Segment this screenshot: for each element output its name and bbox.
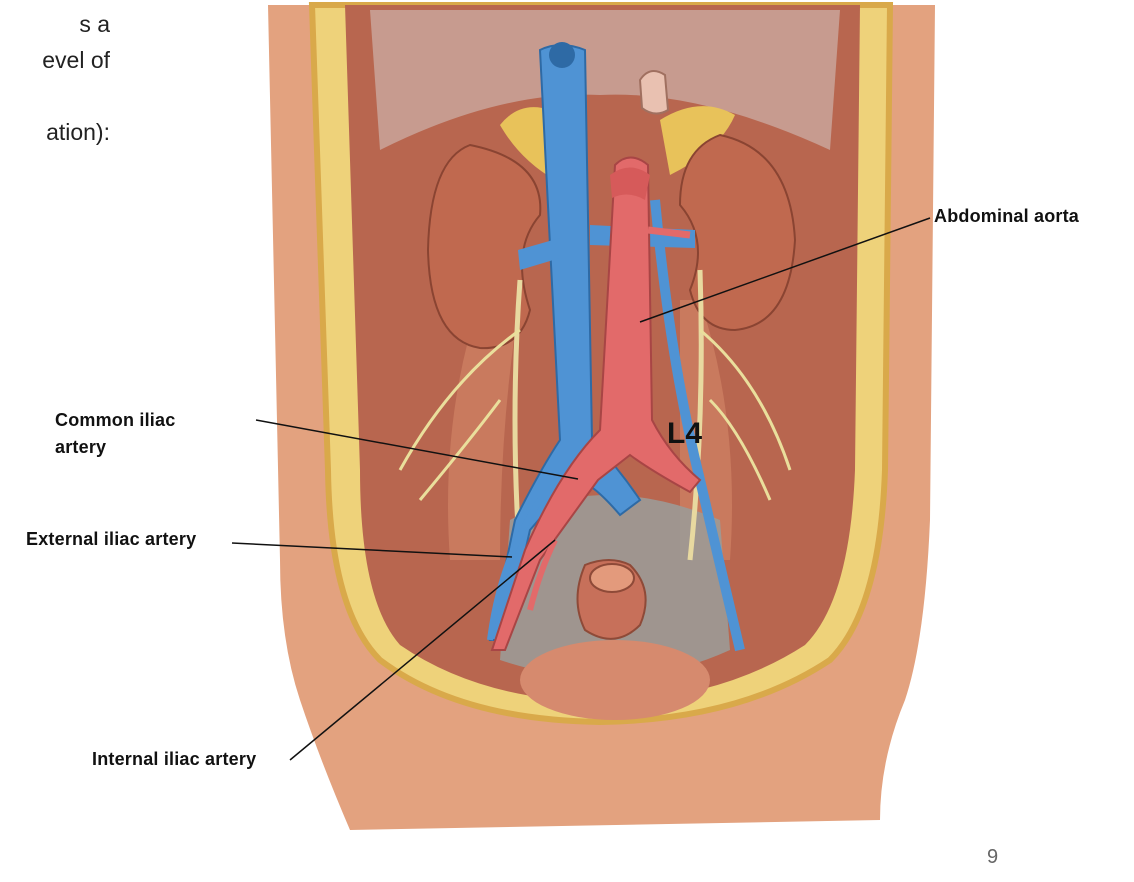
label-line-internal-iliac bbox=[289, 539, 556, 761]
psoas-muscle-left bbox=[680, 300, 732, 560]
right-iliac-vessels bbox=[487, 498, 543, 641]
sigmoid-colon-opening bbox=[589, 563, 635, 593]
urinary-bladder bbox=[520, 640, 710, 720]
page-number: 9 bbox=[987, 846, 999, 868]
label-common-iliac-line2: artery bbox=[55, 437, 107, 457]
celiac-trunk bbox=[610, 167, 650, 200]
abdominal-aorta bbox=[490, 156, 702, 651]
label-line-abdominal-aorta bbox=[639, 217, 931, 323]
esophagus bbox=[638, 70, 670, 115]
slide-text-line: s a bbox=[79, 11, 110, 37]
kidney-right bbox=[426, 143, 542, 350]
label-internal-iliac-artery: Internal iliac artery bbox=[92, 749, 257, 769]
label-common-iliac-line1: Common iliac bbox=[55, 410, 176, 430]
adrenal-gland-right bbox=[500, 107, 555, 180]
diaphragm bbox=[370, 10, 840, 150]
slide-text-line: ation): bbox=[46, 119, 110, 145]
label-line-common-iliac bbox=[255, 419, 579, 480]
nerve-branches bbox=[398, 328, 792, 501]
ureter-left bbox=[687, 269, 704, 561]
slide-body-text: s a evel of ation): bbox=[0, 6, 110, 150]
internal-iliac-branch bbox=[527, 538, 558, 611]
label-line-external-iliac bbox=[231, 542, 513, 558]
label-common-iliac-artery: Common iliac artery bbox=[55, 407, 175, 461]
label-abdominal-aorta: Abdominal aorta bbox=[934, 206, 1080, 226]
renal-artery-left bbox=[647, 226, 691, 239]
slide-text-line: evel of bbox=[42, 47, 110, 73]
adrenal-gland-left bbox=[660, 106, 735, 175]
label-vertebral-level: L4 bbox=[667, 417, 703, 450]
left-iliac-vein bbox=[650, 199, 745, 652]
ivc-opening bbox=[549, 42, 575, 68]
label-external-iliac-artery: External iliac artery bbox=[26, 529, 197, 549]
psoas-muscle-right bbox=[448, 300, 520, 560]
renal-vein-right bbox=[518, 238, 560, 270]
kidney-left bbox=[678, 133, 797, 332]
